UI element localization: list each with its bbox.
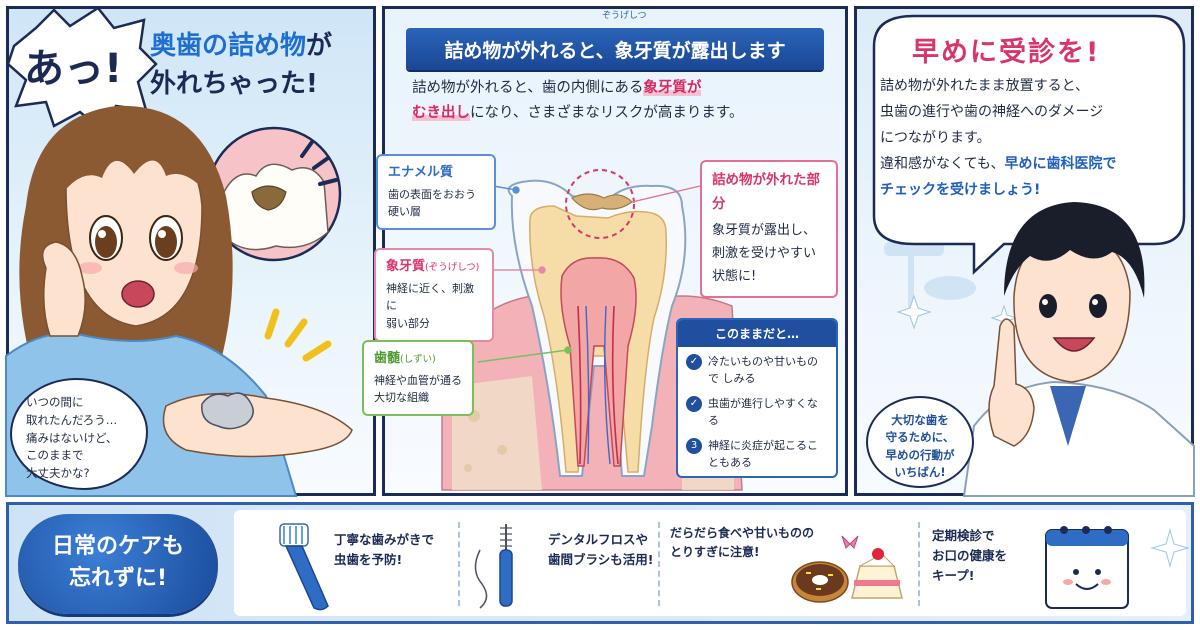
label-title: 詰め物が外れた部分 — [712, 172, 820, 212]
label-line: 状態に! — [712, 268, 757, 284]
label-pulp: 歯髄(しずい) 神経や血管が通る 大切な組織 — [362, 340, 474, 416]
care-line: 虫歯を予防! — [334, 552, 403, 567]
risk-title: このままだと… — [678, 320, 836, 347]
label-line: 大切な組織 — [374, 391, 429, 405]
label-line: 硬い層 — [388, 205, 421, 219]
body-line: 詰め物が外れたまま放置すると、 — [880, 78, 1090, 94]
body-line: につながります。 — [880, 129, 991, 146]
label-filling-lost: 詰め物が外れた部分 象牙質が露出し、 刺激を受けやすい 状態に! — [700, 160, 838, 298]
small-bubble: 大切な歯を 守るために、 早めの行動が いちばん! — [866, 396, 974, 488]
care-line: デンタルフロスや — [548, 532, 649, 547]
care-line: だらだら食べや甘いものの — [670, 526, 815, 540]
risk-text: 神経に炎症が起こることもある — [708, 439, 818, 470]
risk-item: 3 神経に炎症が起こることもある — [678, 431, 836, 473]
care-items-area — [234, 510, 1186, 616]
header-ruby: ぞうげしつ — [602, 11, 647, 21]
lead-text: になり、さまざまなリスクが高まります。 — [470, 105, 744, 122]
title-rest: が — [306, 31, 333, 61]
care-line: お口の健康を — [932, 548, 1008, 563]
sweets-icon — [791, 535, 903, 603]
divider — [658, 522, 660, 606]
exposed-area-marker — [565, 169, 635, 239]
label-title: 象牙質 — [386, 259, 426, 274]
risk-item: ✓ 冷たいものや甘いもので しみる — [678, 347, 836, 389]
label-title: エナメル質 — [388, 165, 454, 180]
thought-line: 痛みはないけど、 — [26, 430, 118, 445]
risk-text: 虫歯が進行しやすくなる — [708, 397, 818, 428]
label-line: 神経や血管が通る — [374, 373, 462, 387]
thought-line: このままで — [26, 448, 84, 463]
body-line: 違和感がなくても、 — [880, 155, 1005, 172]
risk-item: ✓ 虫歯が進行しやすくなる — [678, 389, 836, 431]
lead-highlight: むき出し — [412, 105, 470, 122]
check-icon: ✓ — [686, 354, 702, 370]
calendar-icon — [1045, 526, 1129, 609]
label-ruby: (しずい) — [400, 354, 436, 365]
care-item-text: デンタルフロスや 歯間ブラシも活用! — [548, 530, 653, 570]
care-title: 日常のケアも 忘れずに! — [18, 514, 218, 614]
care-item-text: だらだら食べや甘いものの とりすぎに注意! — [670, 524, 814, 562]
number-icon: 3 — [686, 438, 702, 455]
care-line: 歯間ブラシも活用! — [548, 552, 654, 567]
thought-line: いつの間に — [26, 395, 84, 409]
risk-box: このままだと… ✓ 冷たいものや甘いもので しみる ✓ 虫歯が進行しやすくなる … — [676, 318, 838, 478]
divider — [918, 522, 920, 606]
thought-line: 取れたんだろう… — [26, 412, 118, 427]
bubble-line: 大切な歯を — [891, 413, 949, 427]
body-emphasis: チェックを受けましょう! — [880, 181, 1041, 198]
tooth-diagram — [441, 169, 743, 491]
label-line: 刺激を受けやすい — [712, 246, 817, 261]
body-line: 虫歯の進行や歯の神経へのダメージ — [880, 103, 1104, 120]
floss-brush-icon — [474, 524, 513, 609]
bubble-line: いちばん! — [894, 464, 946, 479]
thought-bubble: いつの間に 取れたんだろう… 痛みはないけど、 このままで 大丈夫かな? — [10, 378, 148, 490]
exclaim-text: あっ! — [24, 46, 123, 92]
lead-highlight: 象牙質が — [643, 80, 702, 96]
panel1-illustration — [5, 6, 353, 497]
bubble-line: 早めの行動が — [885, 447, 955, 462]
thought-line: 大丈夫かな? — [26, 466, 90, 481]
care-line: 定期検診で — [932, 528, 995, 543]
label-title: 歯髄 — [374, 351, 401, 366]
check-icon: ✓ — [686, 396, 702, 413]
bubble-line: 守るために、 — [885, 430, 955, 445]
panel3-illustration — [872, 14, 1195, 497]
care-item-text: 丁寧な歯みがきで 虫歯を予防! — [334, 530, 434, 570]
panel3-title: 早めに受診を! — [912, 37, 1101, 68]
label-line: 弱い部分 — [386, 316, 430, 330]
panel2-header: 詰め物が外れると、象牙質が露出します — [406, 28, 824, 70]
pointing-hand — [988, 318, 1035, 447]
sparkle-icon — [1150, 528, 1190, 568]
title-line2: 外れちゃった! — [150, 68, 318, 99]
label-dentin: 象牙質(ぞうげしつ) 神経に近く、刺激に 弱い部分 — [374, 248, 494, 342]
care-line: 丁寧な歯みがきで — [334, 532, 435, 547]
care-title-line: 日常のケアも — [51, 534, 184, 559]
filling-piece — [201, 392, 254, 430]
label-line: 歯の表面をおおう — [388, 187, 476, 201]
lead-text: 詰め物が外れると、歯の内側にある — [412, 80, 644, 96]
pulp-layer — [560, 257, 637, 467]
body-emphasis: 早めに歯科医院で — [1004, 155, 1117, 172]
divider — [458, 522, 460, 606]
label-enamel: エナメル質 歯の表面をおおう 硬い層 — [376, 154, 496, 230]
speech-bubble — [872, 14, 1186, 275]
risk-text: 冷たいものや甘いもので しみる — [708, 355, 818, 386]
exclaim-burst — [6, 6, 158, 132]
panel1-title: 奥歯の詰め物が 外れちゃった! — [150, 28, 365, 103]
label-line: 神経に近く、刺激に — [386, 281, 474, 313]
label-ruby: (ぞうげしつ) — [425, 262, 480, 273]
label-line: 象牙質が露出し、 — [712, 223, 817, 239]
care-line: キープ! — [932, 568, 975, 583]
panel2-lead: 詰め物が外れると、歯の内側にある象牙質が むき出しになり、さまざまなリスクが高ま… — [412, 76, 822, 127]
toothbrush-icon — [279, 523, 329, 611]
care-title-line: 忘れずに! — [68, 565, 168, 591]
care-line: とりすぎに注意! — [670, 545, 760, 560]
title-blue: 奥歯の詰め物 — [150, 31, 307, 61]
care-item-text: 定期検診で お口の健康を キープ! — [932, 526, 1007, 586]
panel3-body: 詰め物が外れたまま放置すると、 虫歯の進行や歯の神経へのダメージ につながります… — [880, 74, 1176, 203]
